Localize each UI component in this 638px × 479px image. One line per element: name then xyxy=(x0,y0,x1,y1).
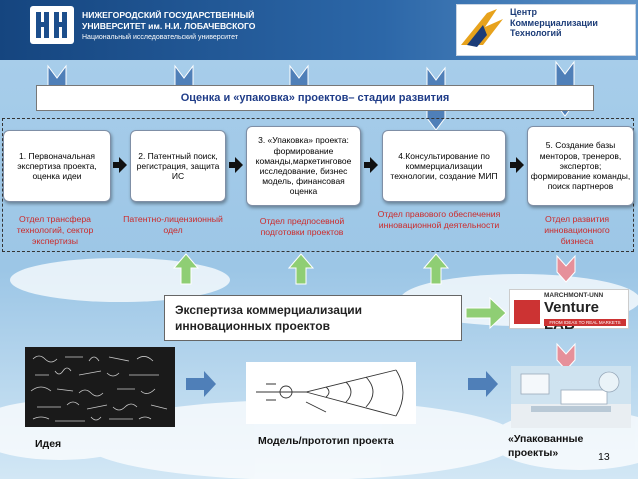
idea-blackboard-image xyxy=(25,347,175,427)
stage-2-box: 2. Патентный поиск, регистрация, защита … xyxy=(130,130,226,202)
center-bird-icon xyxy=(461,9,503,47)
stage-4-dept: Отдел правового обеспечения инновационно… xyxy=(377,209,501,230)
packaged-caption-line-1: «Упакованные xyxy=(508,433,584,445)
packaged-caption: «Упакованные проекты» xyxy=(508,432,583,460)
stage-1-box: 1. Первоначальная экспертиза проекта, оц… xyxy=(3,130,111,202)
stage-3-box: 3. «Упаковка» проекта: формирование кома… xyxy=(246,126,361,206)
stage-4-box: 4.Консультирование по коммерциализации т… xyxy=(382,130,506,202)
stage-2-3-arrow xyxy=(229,157,243,173)
university-line-1: НИЖЕГОРОДСКИЙ ГОСУДАРСТВЕННЫЙ xyxy=(82,10,255,20)
pink-down-arrow-2 xyxy=(556,342,576,371)
stage-3-4-arrow xyxy=(364,157,378,173)
stage-3-dept: Отдел предпосевной подготовки проектов xyxy=(259,216,345,237)
venture-lab-emblem xyxy=(514,300,540,324)
university-line-3: Национальный исследовательский университ… xyxy=(82,34,239,41)
model-caption: Модель/прототип проекта xyxy=(258,435,394,447)
page-number: 13 xyxy=(598,451,610,463)
venture-lab-logo: MARCHMONT-UNN Venture LAB FROM IDEAS TO … xyxy=(509,289,629,333)
packaged-projects-image xyxy=(511,366,631,428)
venture-lab-tagline: FROM IDEAS TO REAL MARKETS xyxy=(544,319,626,326)
idea-caption: Идея xyxy=(35,438,62,450)
stage-4-5-arrow xyxy=(510,157,524,173)
idea-to-model-arrow xyxy=(186,371,216,397)
expertise-box: Экспертиза коммерциализации инновационны… xyxy=(164,295,462,341)
green-up-arrow-1 xyxy=(172,253,200,285)
center-line-1: Центр xyxy=(510,7,538,17)
university-logo xyxy=(30,6,74,44)
center-line-3: Технологий xyxy=(510,28,562,38)
venture-lab-title: Venture LAB xyxy=(544,299,600,333)
stage-2-dept: Патентно-лицензионный одел xyxy=(123,214,223,235)
stage-1-2-arrow xyxy=(113,157,127,173)
green-up-arrow-3 xyxy=(422,253,450,285)
stage-1-dept: Отдел трансфера технологий, сектор экспе… xyxy=(16,214,94,246)
model-to-packaged-arrow xyxy=(468,371,498,397)
venture-lab-top: MARCHMONT-UNN xyxy=(544,292,604,299)
pink-down-arrow-1 xyxy=(556,254,576,283)
model-prototype-image xyxy=(246,362,416,424)
stage-5-box: 5. Создание базы менторов, тренеров, экс… xyxy=(527,126,634,206)
center-name: Центр Коммерциализации Технологий xyxy=(510,7,630,39)
center-logo-box xyxy=(456,4,636,56)
stages-title: Оценка и «упаковка» проектов– стадии раз… xyxy=(36,85,594,111)
stage-5-dept: Отдел развития инновационного бизнеса xyxy=(544,214,610,246)
center-line-2: Коммерциализации xyxy=(510,17,598,28)
university-line-2: УНИВЕРСИТЕТ им. Н.И. ЛОБАЧЕВСКОГО xyxy=(82,21,256,31)
packaged-caption-line-2: проекты» xyxy=(508,447,559,459)
university-name: НИЖЕГОРОДСКИЙ ГОСУДАРСТВЕННЫЙ УНИВЕРСИТЕ… xyxy=(82,10,282,43)
green-right-arrow xyxy=(465,296,507,330)
green-up-arrow-2 xyxy=(287,253,315,285)
